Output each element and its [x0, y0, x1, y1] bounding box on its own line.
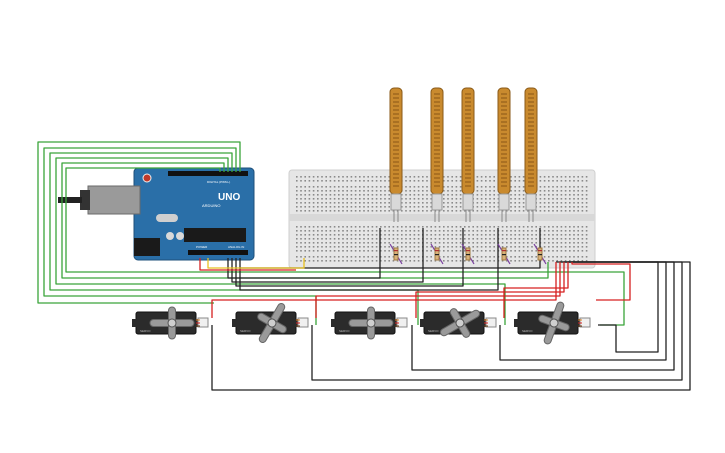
power-jack [134, 238, 160, 256]
servos: SERVO SERVO SERVO SERVO SERVO [132, 296, 591, 350]
servo-motor[interactable]: SERVO [132, 306, 209, 340]
wire [207, 258, 305, 269]
wire [503, 262, 569, 318]
servo-horn [439, 308, 481, 338]
wire [572, 261, 659, 353]
wire [315, 262, 561, 318]
servo-horn [538, 301, 570, 345]
wire [499, 261, 667, 361]
servo-horn [149, 306, 195, 340]
servo-label: SERVO [522, 329, 533, 333]
wire [61, 162, 549, 279]
digital-header-label: DIGITAL (PWM~) [207, 180, 230, 184]
resistor[interactable] [533, 243, 547, 265]
resistors [389, 243, 547, 265]
resistor[interactable] [461, 243, 475, 265]
wire [235, 228, 464, 287]
resistor[interactable] [497, 243, 511, 265]
flex-sensor[interactable] [497, 87, 511, 222]
flex-sensor[interactable] [524, 87, 538, 222]
flex-sensors [389, 87, 538, 222]
wire [55, 157, 506, 325]
usb-port [87, 185, 141, 215]
servo-horn [257, 302, 287, 344]
resistor[interactable] [389, 243, 403, 265]
wire [211, 262, 557, 318]
servo-motor[interactable]: SERVO [514, 297, 591, 349]
flex-sensor[interactable] [389, 87, 403, 222]
resistor[interactable] [430, 243, 444, 265]
flex-sensor[interactable] [430, 87, 444, 222]
flex-sensor[interactable] [461, 87, 475, 222]
board-brand: ARDUINO [202, 203, 220, 208]
wire [199, 258, 296, 271]
wires [37, 141, 691, 391]
analog-header-label: ANALOG IN [228, 245, 244, 249]
servo-label: SERVO [140, 329, 151, 333]
atmega-chip [184, 228, 246, 242]
wire [240, 228, 541, 269]
wire [239, 228, 499, 291]
reset-button[interactable] [142, 173, 152, 183]
servo-label: SERVO [339, 329, 350, 333]
servo-horn [348, 306, 394, 340]
arduino-uno[interactable]: UNO ARDUINO DIGITAL (PWM~) ANALOG IN POW… [58, 167, 255, 261]
wire [571, 262, 631, 301]
board-logo: UNO [218, 192, 240, 203]
servo-label: SERVO [240, 329, 251, 333]
servo-label: SERVO [428, 329, 439, 333]
servo-motor[interactable]: SERVO [420, 298, 497, 348]
wire [37, 141, 241, 304]
servo-motor[interactable]: SERVO [232, 296, 309, 350]
servo-motor[interactable]: SERVO [331, 306, 408, 340]
wire [415, 262, 565, 318]
power-header-label: POWER [196, 245, 208, 249]
wire [65, 167, 625, 326]
